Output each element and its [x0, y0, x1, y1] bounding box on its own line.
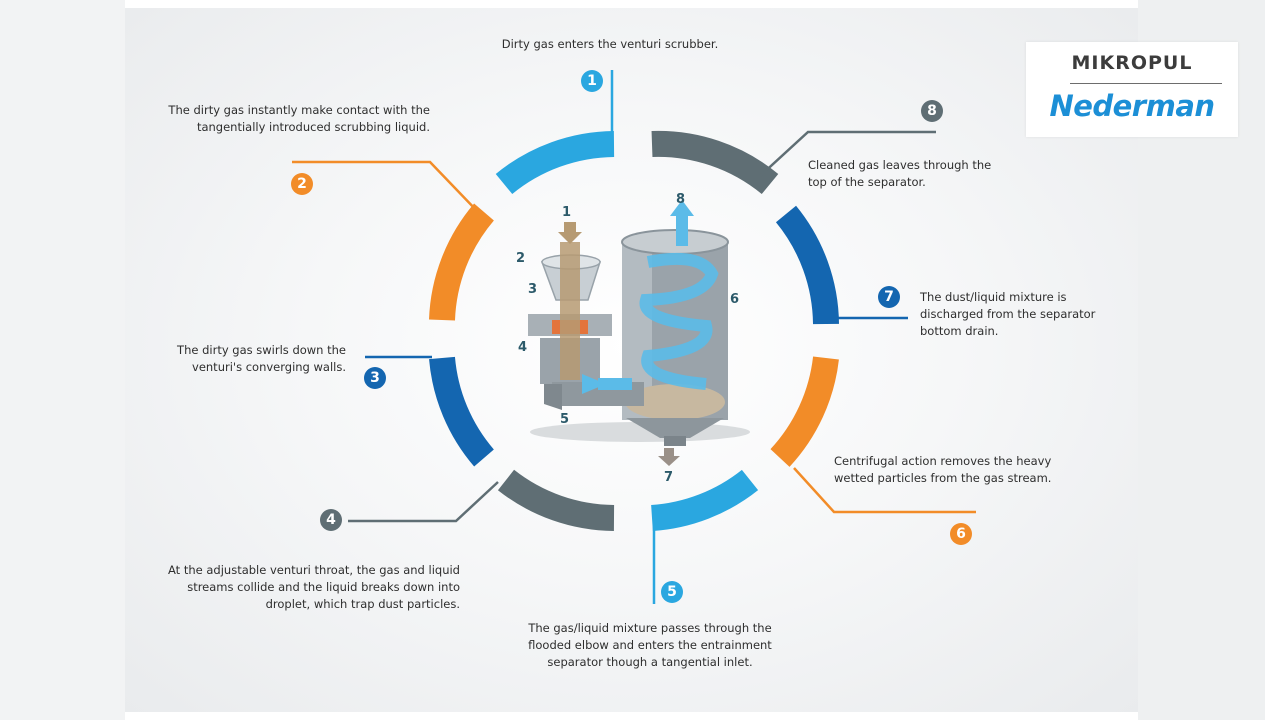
brand-divider	[1070, 83, 1222, 84]
leader-line-4	[348, 481, 499, 523]
scrubber-illustration	[528, 200, 750, 466]
ring-segment-4	[497, 469, 615, 531]
part-label-8: 8	[676, 192, 686, 207]
step-badge-6: 6	[950, 523, 972, 545]
step-badge-4: 4	[320, 509, 342, 531]
step-text-6: Centrifugal action removes the heavy wet…	[834, 454, 1052, 485]
leader-line-6	[793, 467, 976, 514]
step-text-2: The dirty gas instantly make contact wit…	[168, 103, 430, 134]
step-badge-2: 2	[291, 173, 313, 195]
ring-segment-7	[775, 205, 839, 325]
part-label-1: 1	[562, 205, 572, 220]
brand-top: MIKROPUL	[1071, 52, 1193, 74]
part-label-2: 2	[516, 251, 526, 266]
step-badge-8: 8	[921, 100, 943, 122]
brand-logo: MIKROPUL Nederman	[1026, 42, 1238, 137]
step-text-5: The gas/liquid mixture passes through th…	[528, 621, 772, 669]
part-label-5: 5	[560, 412, 570, 427]
step-text-1: Dirty gas enters the venturi scrubber.	[501, 37, 719, 51]
step-text-4: At the adjustable venturi throat, the ga…	[168, 563, 460, 611]
ring-segment-2	[429, 203, 495, 321]
part-label-4: 4	[518, 340, 528, 355]
background-left	[0, 0, 125, 720]
step-badge-1: 1	[581, 70, 603, 92]
step-badge-3: 3	[364, 367, 386, 389]
step-badge-7: 7	[878, 286, 900, 308]
ring-segment-5	[650, 469, 759, 531]
part-label-3: 3	[528, 282, 538, 297]
step-text-3: The dirty gas swirls down the venturi's …	[177, 343, 346, 374]
ring-segment-1	[495, 131, 615, 195]
step-text-7: The dust/liquid mixture is discharged fr…	[920, 290, 1096, 338]
leader-line-8	[759, 130, 936, 177]
part-label-7: 7	[664, 470, 674, 485]
part-label-6: 6	[730, 292, 740, 307]
ring-segment-6	[770, 356, 839, 467]
brand-bottom: Nederman	[1049, 89, 1215, 123]
step-badge-5: 5	[661, 581, 683, 603]
leader-line-2	[292, 160, 479, 213]
ring-segment-3	[429, 356, 495, 467]
ring-segment-8	[651, 130, 779, 195]
step-text-8: Cleaned gas leaves through the top of th…	[808, 158, 992, 189]
